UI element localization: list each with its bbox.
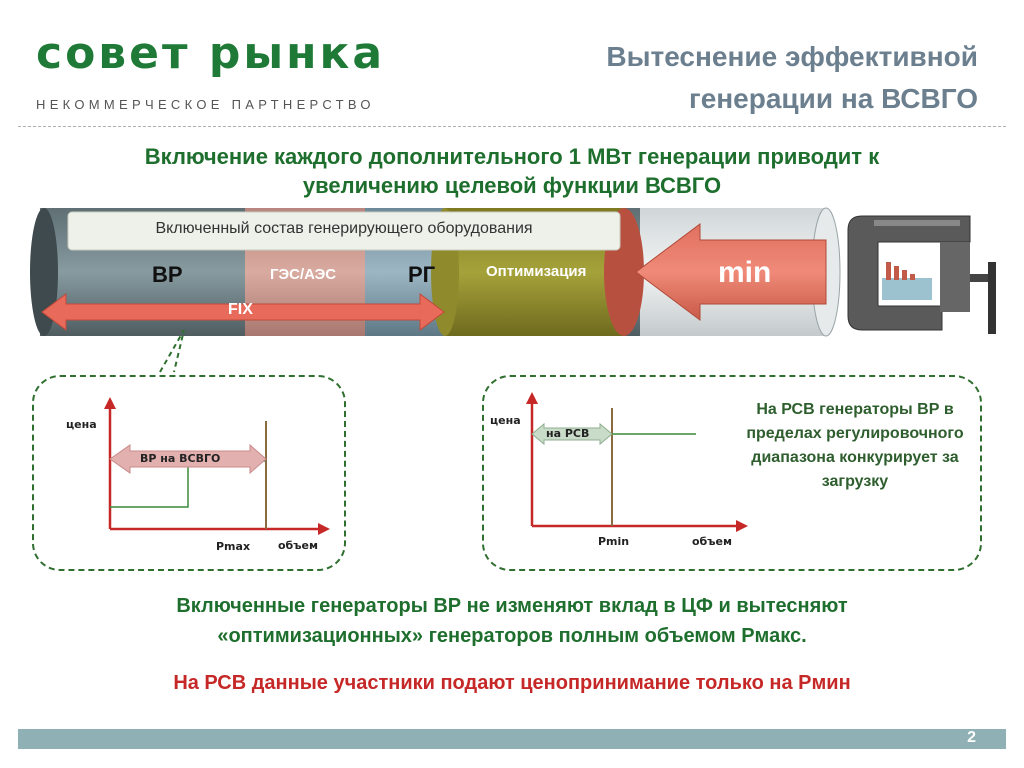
logo-subtitle: НЕКОММЕРЧЕСКОЕ ПАРТНЕРСТВО (36, 97, 375, 112)
clamp-screw (970, 274, 996, 282)
conclusion: Включенные генераторы ВР не изменяют вкл… (40, 591, 984, 651)
cylinder-left-cap (30, 208, 58, 336)
chart-right-xlabel: объем (692, 535, 732, 548)
chart-box-right (482, 375, 982, 571)
headline-line2: увеличению целевой функции ВСВГО (302, 173, 722, 198)
clamp-highlight (874, 220, 960, 226)
chart-right (526, 392, 748, 532)
chart-left-y-arrowhead (104, 397, 116, 409)
label-vr: ВР (152, 262, 183, 287)
label-fix: FIX (228, 301, 253, 318)
chart-right-y-arrowhead (526, 392, 538, 404)
page-number: 2 (967, 729, 976, 746)
chart-left-marker: Pmax (216, 540, 251, 553)
composition-banner (67, 211, 621, 251)
chart-left-x-arrowhead (318, 523, 330, 535)
headline: Включение каждого дополнительного 1 МВт … (40, 142, 984, 200)
clamp-jaw (940, 242, 970, 312)
chart-right-range-arrow (531, 422, 613, 446)
chart-left-bid-curve (110, 460, 266, 508)
label-optimization: Оптимизация (486, 263, 587, 280)
chart-left-ylabel: цена (66, 418, 97, 431)
slide-title: Вытеснение эффективной генерации на ВСВГ… (518, 36, 978, 120)
clamp-bar-3 (902, 270, 907, 280)
chart-box-left (32, 375, 346, 571)
footer-bar (18, 729, 1006, 749)
logo-title: совет рынка (36, 28, 386, 79)
clamp-bar-4 (910, 274, 915, 280)
conclusion-line1: Включенные генераторы ВР не изменяют вкл… (176, 595, 848, 617)
clamp-bar-2 (894, 266, 899, 280)
conclusion-line2: «оптимизационных» генераторов полным объ… (217, 625, 807, 647)
clamp-illustration (847, 215, 996, 334)
slide-title-line1: Вытеснение эффективной (606, 41, 978, 72)
clamp-frame (847, 215, 971, 331)
headline-line1: Включение каждого дополнительного 1 МВт … (144, 144, 880, 169)
label-min: min (718, 256, 772, 289)
rsv-pricetaking-statement: На РСВ данные участники подают ценоприни… (173, 672, 851, 694)
chart-left (104, 397, 330, 535)
rsv-note: На РСВ генераторы ВР в пределах регулиро… (746, 401, 964, 490)
chart-right-x-arrowhead (736, 520, 748, 532)
generation-cylinder (30, 207, 841, 373)
clamp-block (882, 278, 932, 300)
fix-double-arrow (41, 293, 445, 331)
chart-right-ylabel: цена (490, 414, 521, 427)
slide-title-line2: генерации на ВСВГО (689, 83, 978, 114)
header-divider (18, 126, 1006, 127)
callout-tail (159, 329, 185, 373)
min-arrow (635, 223, 827, 321)
chart-right-marker: Pmin (598, 535, 630, 548)
clamp-handle (988, 262, 996, 334)
chart-left-arrow-label: ВР на ВСВГО (140, 452, 221, 465)
label-ges: ГЭС/АЭС (270, 266, 337, 283)
clamp-bar-1 (886, 262, 891, 280)
chart-left-xlabel: объем (278, 539, 318, 552)
chart-left-range-arrow (109, 443, 267, 475)
label-rg: РГ (408, 262, 436, 287)
banner-text: Включенный состав генерирующего оборудов… (155, 220, 533, 237)
chart-right-arrow-label: на РСВ (546, 427, 590, 440)
